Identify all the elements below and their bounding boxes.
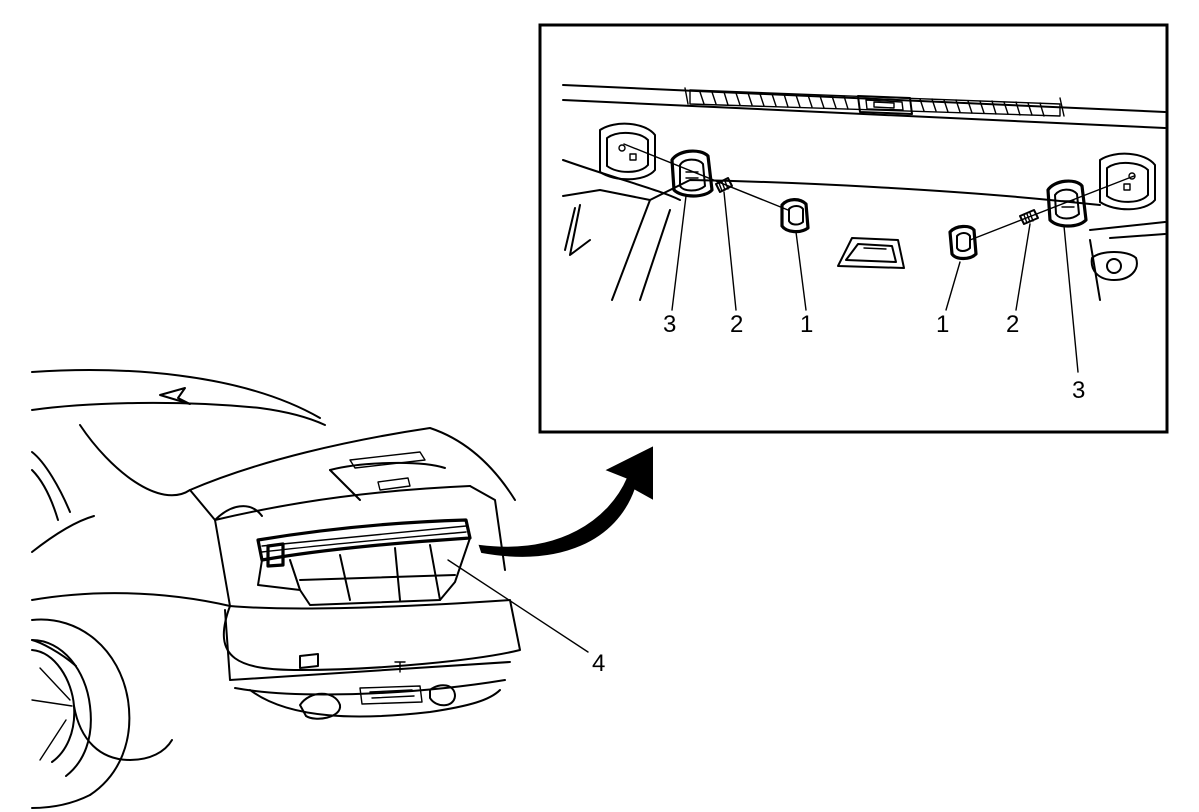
right-bracket-3 — [1046, 179, 1088, 228]
left-fastener-2 — [715, 177, 733, 193]
callout-3-right: 3 — [1072, 377, 1085, 404]
right-bumper-1 — [948, 224, 978, 261]
left-bumper-assembly — [623, 143, 810, 311]
right-fastener-2 — [1019, 209, 1039, 225]
leader-line-4 — [447, 559, 589, 653]
trunk-lid-trim-panel — [256, 518, 472, 606]
ribbed-strip — [689, 89, 1061, 117]
callout-1-right: 1 — [936, 311, 949, 338]
drain-grommet — [1090, 251, 1138, 281]
detail-inset: 3 2 1 1 2 3 — [538, 23, 1169, 434]
right-bumper-assembly — [945, 175, 1135, 373]
car-rear-illustration — [31, 369, 521, 809]
zoom-arrow — [478, 446, 653, 557]
callout-3-left: 3 — [663, 311, 676, 338]
left-bumper-1 — [780, 198, 810, 234]
callout-2-left: 2 — [730, 311, 743, 338]
left-bracket-3 — [670, 149, 714, 198]
callout-1-left: 1 — [800, 311, 813, 338]
callout-4: 4 — [592, 650, 605, 677]
inset-frame — [538, 23, 1169, 434]
handle-recess — [837, 237, 905, 269]
callout-2-right: 2 — [1006, 311, 1019, 338]
